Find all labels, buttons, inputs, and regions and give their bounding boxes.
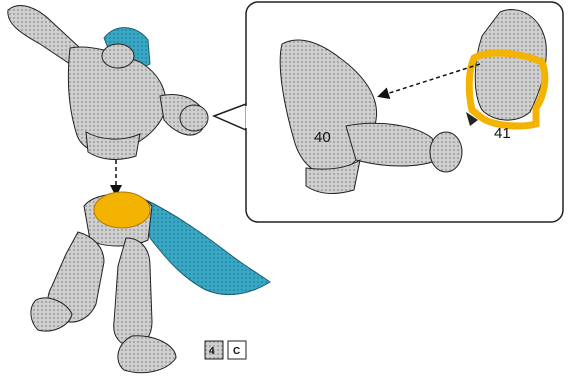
waist-highlight [93,191,151,229]
legs-with-cape-figure [30,191,271,374]
dashed-arrow-icon [377,63,481,99]
step-badge: 4 C [204,340,247,360]
part-40-label: 40 [314,129,331,146]
badge-number: 4 [209,346,215,357]
part-40-figure [279,39,463,194]
badge-letter: C [233,346,240,357]
upper-torso-figure [7,5,209,160]
part-41-figure [465,9,549,130]
part-41-label: 41 [494,125,511,142]
